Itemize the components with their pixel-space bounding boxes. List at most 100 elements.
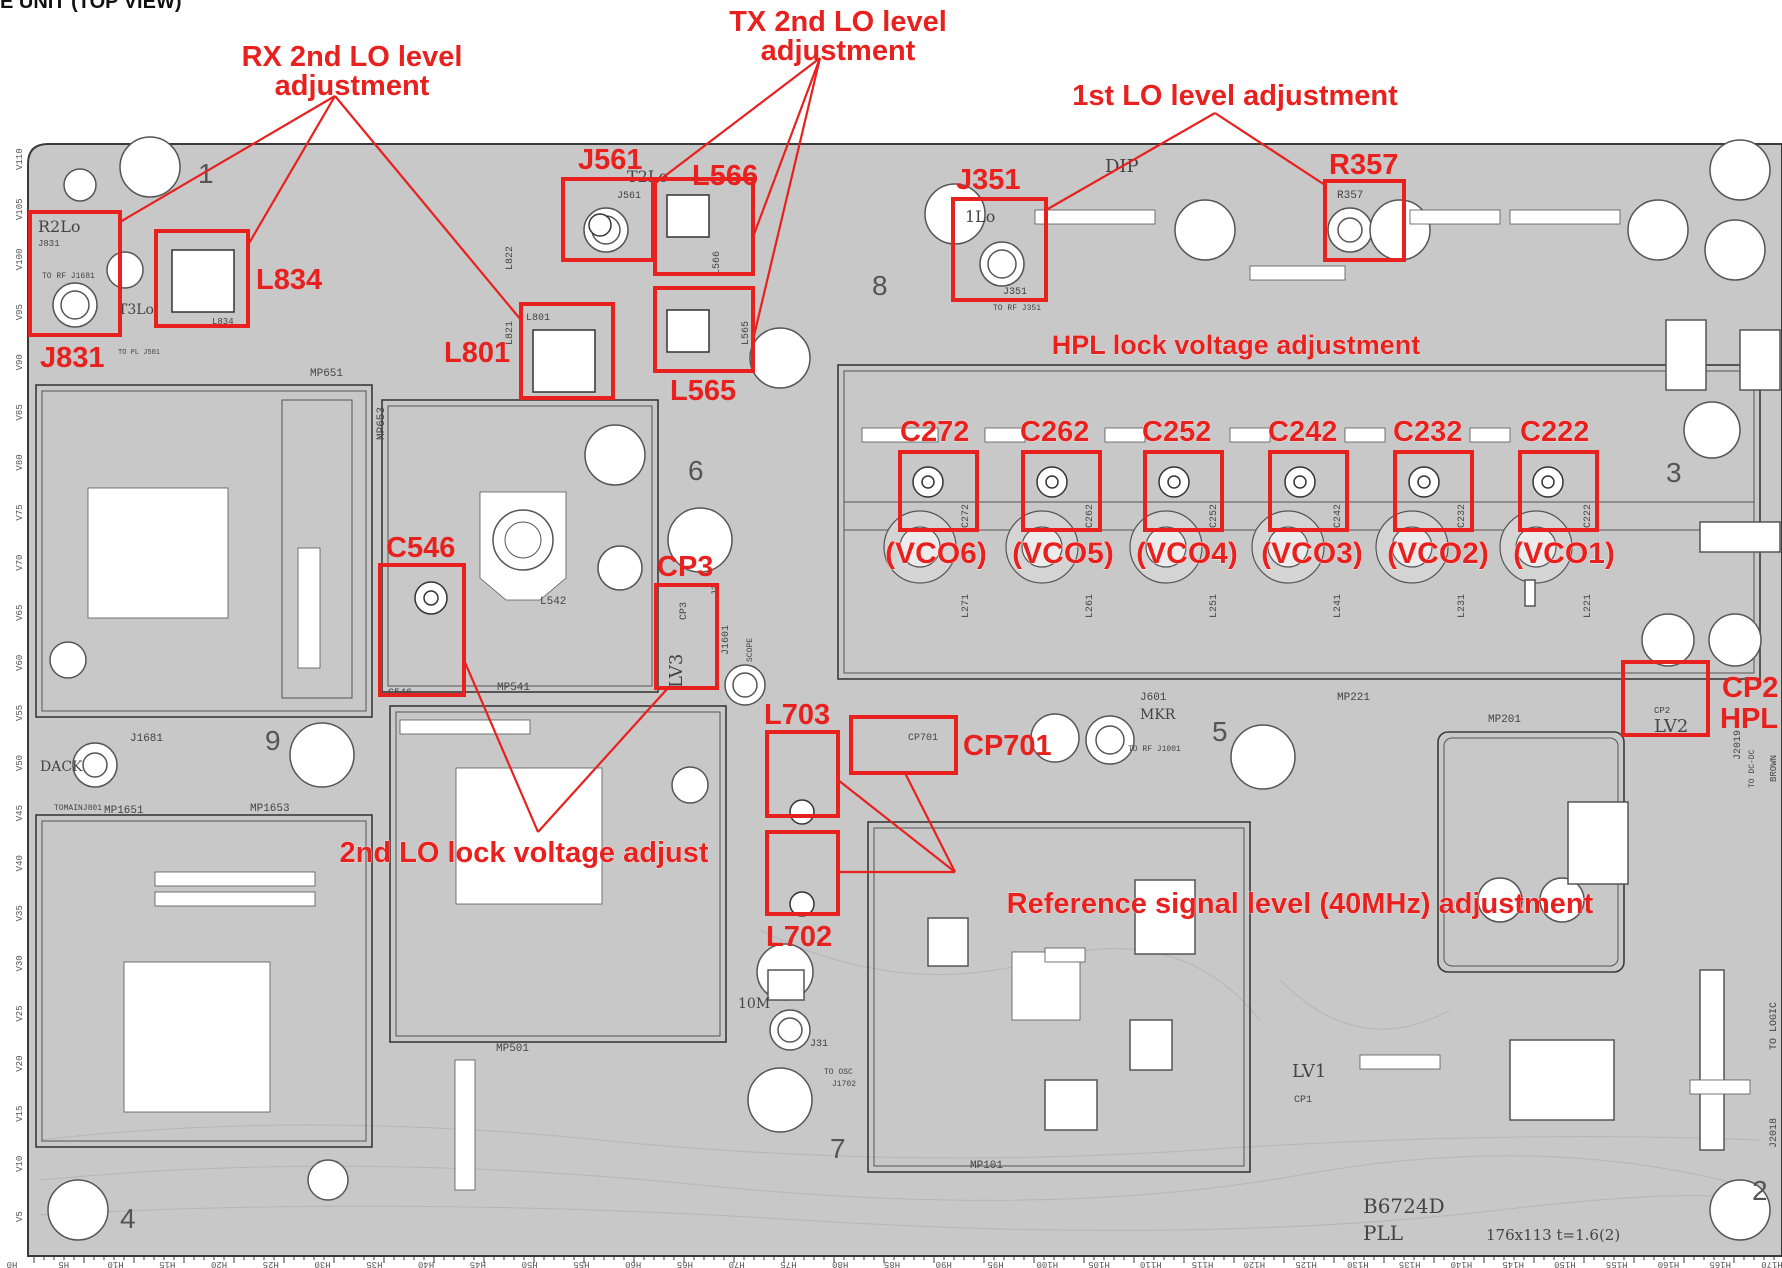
label-l834: L834 [256, 264, 322, 296]
silk-to-rf-j1001: TO RF J1001 [1128, 745, 1181, 754]
hole-number-9: 9 [265, 725, 281, 756]
silk-cp701: CP701 [908, 733, 938, 744]
hole-number-8: 8 [872, 270, 888, 301]
label-l703: L703 [764, 699, 830, 731]
hole-number-3: 3 [1666, 457, 1682, 488]
label-hpl: HPL [1720, 703, 1778, 735]
silk-c262: C262 [1085, 504, 1096, 528]
label-vco5: (VCO5) [1012, 537, 1114, 570]
silk-j561: J561 [617, 191, 641, 202]
left-axis-label: V40 [15, 855, 25, 871]
bottom-axis-label: H0 [7, 1259, 18, 1268]
silk-l821: L821 [505, 321, 516, 345]
bottom-axis-label: H85 [884, 1259, 900, 1268]
silk-pll: PLL [1363, 1221, 1403, 1245]
silk-l231: L231 [1457, 594, 1468, 618]
callout-tx-2nd-lo-line1: TX 2nd LO level [729, 6, 947, 38]
silk-mp651: MP651 [310, 368, 343, 380]
bottom-axis-label: H145 [1502, 1259, 1524, 1268]
silk-board: B6724D [1363, 1194, 1445, 1218]
silk-mp541: MP541 [497, 682, 530, 694]
bottom-axis-label: H65 [677, 1259, 693, 1268]
label-j351: J351 [956, 164, 1021, 196]
silk-mp1653: MP1653 [250, 803, 290, 815]
label-l565: L565 [670, 375, 736, 407]
silk-j2018: J2018 [1769, 1118, 1780, 1148]
bottom-axis-label: H45 [470, 1259, 486, 1268]
silk-j601: J601 [1140, 692, 1167, 704]
silkscreen-labels: R2Lo J831 TO RF J1681 T3Lo TO PL J501 L8… [38, 156, 1780, 1245]
silk-c272: C272 [961, 504, 972, 528]
silk-l271: L271 [961, 594, 972, 618]
callout-reference-signal: Reference signal level (40MHz) adjustmen… [1007, 888, 1594, 920]
silk-to-logic: TO LOGIC [1769, 1002, 1780, 1050]
left-axis-label: V65 [15, 605, 25, 621]
silk-c222: C222 [1583, 504, 1594, 528]
left-axis-label: V105 [15, 198, 25, 220]
highlight-c252 [1143, 450, 1224, 532]
silk-cp2: CP2 [1654, 706, 1670, 716]
silk-l565: L565 [741, 321, 752, 345]
callout-titles: RX 2nd LO level adjustment TX 2nd LO lev… [242, 6, 1594, 920]
bottom-axis-label: H135 [1399, 1259, 1421, 1268]
left-axis-label: V50 [15, 755, 25, 771]
silk-j31: J31 [810, 1039, 828, 1050]
silk-l542: L542 [540, 596, 566, 608]
bottom-axis-label: H15 [159, 1259, 175, 1268]
label-c546: C546 [386, 532, 455, 564]
left-axis-label: V25 [15, 1005, 25, 1021]
silk-lv1: LV1 [1292, 1061, 1326, 1082]
silk-j351: J351 [1003, 287, 1027, 298]
bottom-axis-label: H60 [625, 1259, 641, 1268]
silk-dack: DACK [40, 759, 83, 775]
silk-scope: SCOPE [746, 638, 755, 662]
left-axis-label: V15 [15, 1106, 25, 1122]
highlight-r357 [1323, 179, 1406, 262]
label-vco6: (VCO6) [885, 537, 987, 570]
hole-numbers: 1 2 3 4 5 6 7 8 9 [120, 158, 1768, 1234]
label-j561: J561 [578, 144, 643, 176]
shield-mp501 [389, 705, 727, 1043]
silk-l261: L261 [1085, 594, 1096, 618]
label-r357: R357 [1329, 149, 1398, 181]
label-j831: J831 [40, 342, 105, 374]
bottom-axis-label: H140 [1451, 1259, 1473, 1268]
silk-lv3: LV3 [666, 654, 687, 688]
silk-j2019: J2019 [1733, 730, 1744, 760]
left-axis-label: V85 [15, 404, 25, 420]
highlight-l566 [653, 177, 755, 276]
left-axis-label: V100 [15, 249, 25, 271]
left-axis-label: V90 [15, 354, 25, 370]
silk-cp1: CP1 [1294, 1095, 1312, 1106]
silk-c242: C242 [1333, 504, 1344, 528]
label-vco2: (VCO2) [1387, 537, 1489, 570]
highlight-c242 [1268, 450, 1349, 532]
callout-rx-2nd-lo-line1: RX 2nd LO level [242, 41, 463, 73]
label-c252: C252 [1142, 416, 1211, 448]
left-axis-label: V70 [15, 555, 25, 571]
silk-to-pl: TO PL J501 [118, 349, 160, 357]
silk-j1702: J1702 [832, 1080, 856, 1089]
silk-to-osc: TO OSC [824, 1068, 853, 1077]
smd-components [154, 209, 1751, 1191]
bottom-axis-label: H5 [58, 1259, 69, 1268]
highlight-c546 [378, 563, 466, 697]
label-vco1: (VCO1) [1513, 537, 1615, 570]
shield-mp1651 [35, 814, 373, 1148]
shield-mp101 [867, 821, 1251, 1173]
highlight-l801 [519, 302, 615, 400]
label-cp701: CP701 [963, 730, 1052, 762]
silk-dims: 176x113 t=1.6(2) [1486, 1226, 1620, 1244]
silk-cp3: CP3 [679, 602, 690, 620]
silk-r2lo: R2Lo [38, 217, 80, 236]
label-c222: C222 [1520, 416, 1589, 448]
leader-lines [119, 57, 1326, 874]
highlight-l703 [765, 730, 840, 818]
silk-mp101: MP101 [970, 1160, 1003, 1172]
highlight-j831 [28, 210, 122, 337]
bottom-axis-label: H40 [418, 1259, 434, 1268]
hole-number-4: 4 [120, 1203, 136, 1234]
silk-10m: 10M [738, 996, 770, 1012]
connectors [49, 168, 1781, 1201]
silk-l251: L251 [1209, 594, 1220, 618]
